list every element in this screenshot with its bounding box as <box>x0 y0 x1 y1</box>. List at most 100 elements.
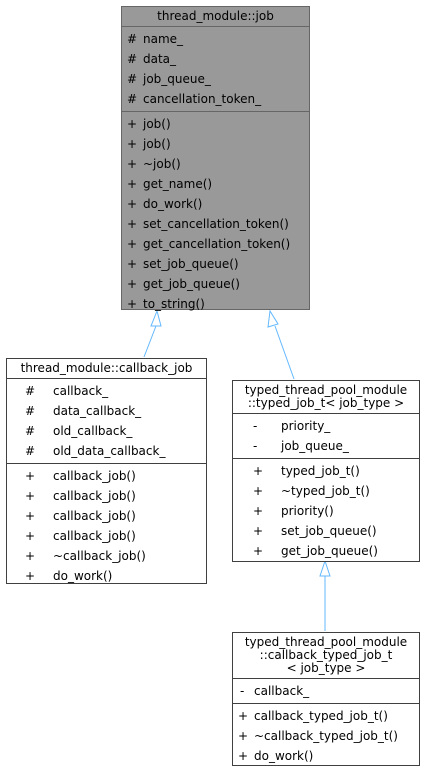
visibility-marker: # <box>25 444 36 458</box>
class-callback-typed-job[interactable]: typed_thread_pool_module ::callback_type… <box>232 632 420 766</box>
visibility-marker: + <box>127 197 138 211</box>
method-name: callback_job() <box>53 469 136 483</box>
attributes-section: #callback_#data_callback_#old_callback_#… <box>7 378 206 463</box>
visibility-marker: + <box>127 217 138 231</box>
attribute-name: job_queue_ <box>281 439 349 453</box>
method-row[interactable]: + priority() <box>233 501 419 521</box>
method-name: do_work() <box>53 569 113 583</box>
method-row[interactable]: +to_string() <box>122 294 309 314</box>
attribute-row[interactable]: # data_ <box>122 49 309 69</box>
method-name: do_work() <box>143 197 203 211</box>
class-title-line: < job_type > <box>286 661 366 675</box>
method-name: callback_typed_job_t() <box>254 709 388 723</box>
edge-callback-typed-job-to-typed-job <box>319 559 331 631</box>
method-name: job() <box>143 137 171 151</box>
method-row[interactable]: +get_cancellation_token() <box>122 234 309 254</box>
visibility-marker: + <box>25 489 36 503</box>
method-row[interactable]: + do_work() <box>7 566 206 586</box>
method-row[interactable]: +~typed_job_t() <box>233 481 419 501</box>
class-title: thread_module::job <box>122 7 309 26</box>
visibility-marker: + <box>25 549 36 563</box>
visibility-marker: + <box>25 469 36 483</box>
visibility-marker: # <box>127 52 138 66</box>
method-name: callback_job() <box>53 529 136 543</box>
attribute-row[interactable]: #job_queue_ <box>122 69 309 89</box>
visibility-marker: + <box>238 729 249 743</box>
method-name: ~callback_typed_job_t() <box>254 729 398 743</box>
attribute-name: cancellation_token_ <box>143 92 262 106</box>
visibility-marker: + <box>127 237 138 251</box>
methods-section: +callback_typed_job_t() + ~callback_typed_… <box>233 703 419 768</box>
attribute-row[interactable]: #callback_ <box>7 381 206 401</box>
method-row[interactable]: +callback_job() <box>7 506 206 526</box>
class-job[interactable]: thread_module::job #name_#data_#job_queu… <box>121 6 310 311</box>
method-name: typed_job_t() <box>281 464 360 478</box>
method-name: priority() <box>281 504 334 518</box>
edge-callback-job-to-job <box>143 309 162 358</box>
method-row[interactable]: + callback_job() <box>7 526 206 546</box>
attribute-row[interactable]: # old_data_callback_ <box>7 441 206 461</box>
method-row[interactable]: +job() <box>122 134 309 154</box>
attributes-section: -callback_ <box>233 678 419 703</box>
attribute-row[interactable]: # data_callback_ <box>7 401 206 421</box>
attribute-row[interactable]: # name_ <box>122 29 309 49</box>
method-name: ~job() <box>143 157 181 171</box>
attribute-name: priority_ <box>281 419 331 433</box>
visibility-marker: # <box>127 32 138 46</box>
visibility-marker: + <box>253 464 264 478</box>
method-row[interactable]: +job() <box>122 114 309 134</box>
visibility-marker: - <box>240 684 245 698</box>
method-row[interactable]: +~job() <box>122 154 309 174</box>
class-title: thread_module::callback_job <box>7 359 206 378</box>
visibility-marker: + <box>127 177 138 191</box>
methods-section: +callback_job()+callback_job()+callback_… <box>7 463 206 588</box>
class-callback-job[interactable]: thread_module::callback_job #callback_#d… <box>6 358 207 584</box>
visibility-marker: + <box>127 257 138 271</box>
class-title-line: thread_module::job <box>157 9 274 23</box>
method-row[interactable]: +get_job_queue() <box>233 541 419 561</box>
attribute-row[interactable]: # old_callback_ <box>7 421 206 441</box>
method-name: do_work() <box>254 749 314 763</box>
method-row[interactable]: +get_job_queue() <box>122 274 309 294</box>
visibility-marker: - <box>253 439 258 453</box>
method-row[interactable]: +do_work() <box>233 746 419 766</box>
attribute-name: name_ <box>143 32 184 46</box>
attribute-name: old_data_callback_ <box>53 444 166 458</box>
method-row[interactable]: +get_name() <box>122 174 309 194</box>
attribute-row[interactable]: - job_queue_ <box>233 436 419 456</box>
visibility-marker: # <box>25 424 36 438</box>
attribute-name: data_callback_ <box>53 404 142 418</box>
visibility-marker: + <box>253 504 264 518</box>
class-title-line: thread_module::callback_job <box>20 361 193 375</box>
class-typed-job[interactable]: typed_thread_pool_module ::typed_job_t< … <box>232 380 420 562</box>
method-name: to_string() <box>143 297 205 311</box>
visibility-marker: + <box>253 524 264 538</box>
attributes-section: -priority_ - job_queue_ <box>233 413 419 458</box>
method-row[interactable]: +set_job_queue() <box>233 521 419 541</box>
attribute-name: callback_ <box>53 384 109 398</box>
attribute-name: old_callback_ <box>53 424 133 438</box>
class-title-line: typed_thread_pool_module <box>244 635 408 649</box>
method-name: job() <box>143 117 171 131</box>
attributes-section: # name_ # data_ #job_queue_ # cancellation_tok… <box>122 26 309 111</box>
method-name: set_job_queue() <box>143 257 239 271</box>
method-row[interactable]: +callback_job() <box>7 486 206 506</box>
attribute-row[interactable]: -callback_ <box>233 681 419 701</box>
attribute-name: data_ <box>143 52 177 66</box>
method-row[interactable]: +callback_typed_job_t() <box>233 706 419 726</box>
method-row[interactable]: + do_work() <box>122 194 309 214</box>
visibility-marker: + <box>25 569 36 583</box>
visibility-marker: + <box>25 529 36 543</box>
visibility-marker: # <box>127 92 138 106</box>
attribute-row[interactable]: # cancellation_token_ <box>122 89 309 109</box>
method-row[interactable]: +set_cancellation_token() <box>122 214 309 234</box>
method-row[interactable]: + set_job_queue() <box>122 254 309 274</box>
method-row[interactable]: + typed_job_t() <box>233 461 419 481</box>
visibility-marker: # <box>25 404 36 418</box>
method-row[interactable]: + callback_job() <box>7 466 206 486</box>
method-row[interactable]: + ~callback_typed_job_t() <box>233 726 419 746</box>
method-row[interactable]: +~callback_job() <box>7 546 206 566</box>
class-title-line: ::typed_job_t< job_type > <box>247 396 405 410</box>
attribute-row[interactable]: -priority_ <box>233 416 419 436</box>
